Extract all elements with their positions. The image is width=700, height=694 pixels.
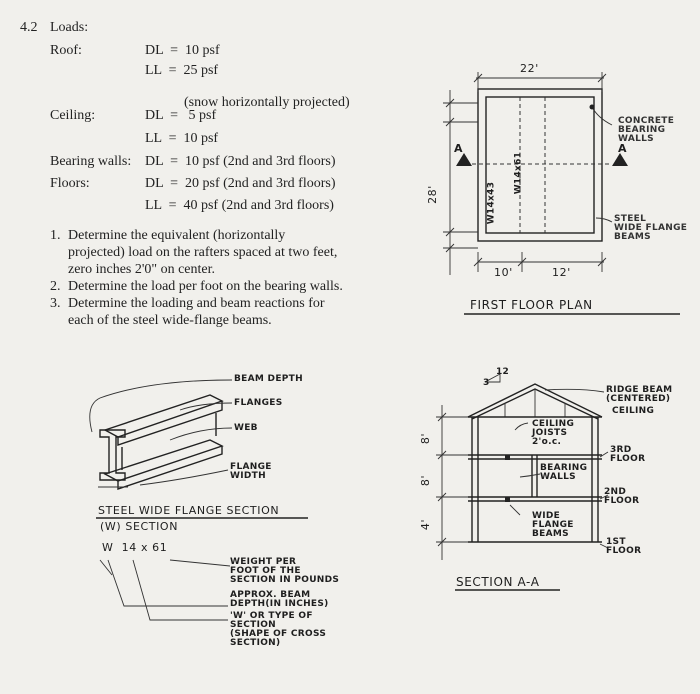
label-line: (SHAPE OF CROSS <box>230 629 327 639</box>
label-line: FLOOR <box>604 496 640 506</box>
plan-dim-bottom-right: 12' <box>552 266 571 279</box>
question-line: each of the steel wide-flange beams. <box>68 313 272 328</box>
label-wide-flange-beams: WIDE FLANGE BEAMS <box>532 512 574 539</box>
bearing-dl: DL = 10 psf (2nd and 3rd floors) <box>145 154 336 169</box>
question-line: Determine the equivalent (horizontally <box>68 228 286 243</box>
label-line: FOOT OF THE <box>230 566 301 576</box>
roof-note: (snow horizontally projected) <box>184 95 350 110</box>
section-dim-4: 4' <box>419 518 433 531</box>
label-flange-width: FLANGE WIDTH <box>230 463 272 481</box>
ceiling-ll: LL = 10 psf <box>145 131 219 146</box>
bearing-label: Bearing walls: <box>50 154 132 169</box>
label-line: 2ND <box>604 487 627 497</box>
question-line: Determine the loading and beam reactions… <box>68 296 325 311</box>
label-line: BEARING <box>540 463 588 473</box>
plan-dim-top: 22' <box>520 62 539 75</box>
label-ridge-beam: RIDGE BEAM (CENTERED) <box>606 386 672 404</box>
label-line: JOISTS <box>532 428 568 438</box>
label-line: (CENTERED) <box>606 394 671 404</box>
section-dim-8a: 8' <box>419 432 433 445</box>
note-weight: WEIGHT PER FOOT OF THE SECTION IN POUNDS <box>230 558 339 585</box>
note-type: 'W' OR TYPE OF SECTION (SHAPE OF CROSS S… <box>230 612 326 648</box>
roof-label: Roof: <box>50 43 82 58</box>
label-concrete-walls: CONCRETE BEARING WALLS <box>618 117 674 144</box>
question-number: 3. <box>50 296 61 311</box>
roof-ll: LL = 25 psf <box>145 63 219 78</box>
label-bearing-walls: BEARING WALLS <box>540 464 587 482</box>
beam-title-line1: STEEL WIDE FLANGE SECTION <box>98 504 280 517</box>
label-line: SECTION IN POUNDS <box>230 575 340 585</box>
section-mark-right: A <box>618 142 627 155</box>
label-line: WALLS <box>540 472 576 482</box>
label-line: FLANGE <box>230 462 272 472</box>
label-line: WIDE <box>532 511 561 521</box>
label-line: BEARING <box>618 125 666 135</box>
label-line: DEPTH(IN INCHES) <box>230 599 329 609</box>
label-web: WEB <box>234 423 258 433</box>
beam-title-line2: (W) SECTION <box>100 520 179 533</box>
label-line: FLANGE <box>532 520 574 530</box>
label-line: BEAMS <box>614 232 651 242</box>
question-line: zero inches 2'0" on center. <box>68 262 216 277</box>
label-line: RIDGE BEAM <box>606 385 673 395</box>
question-line: projected) load on the rafters spaced at… <box>68 245 338 260</box>
ceiling-label: Ceiling: <box>50 108 96 123</box>
label-line: STEEL <box>614 214 647 224</box>
label-line: BEAMS <box>532 529 569 539</box>
plan-dim-bottom-left: 10' <box>494 266 513 279</box>
label-line: WALLS <box>618 134 654 144</box>
label-first-floor: 1ST FLOOR <box>606 538 641 556</box>
label-line: 'W' OR TYPE OF <box>230 611 313 621</box>
label-line: FLOOR <box>610 454 646 464</box>
ceiling-dl: DL = 5 psf <box>145 108 217 123</box>
label-line: WEIGHT PER <box>230 557 297 567</box>
roof-dl: DL = 10 psf <box>145 43 220 58</box>
floors-label: Floors: <box>50 176 90 191</box>
label-third-floor: 3RD FLOOR <box>610 446 645 464</box>
label-steel-beams: STEEL WIDE FLANGE BEAMS <box>614 215 687 242</box>
floors-dl: DL = 20 psf (2nd and 3rd floors) <box>145 176 336 191</box>
label-line: WIDTH <box>230 471 266 481</box>
note-depth: APPROX. BEAM DEPTH(IN INCHES) <box>230 591 329 609</box>
section-dim-8b: 8' <box>419 474 433 487</box>
label-second-floor: 2ND FLOOR <box>604 488 639 506</box>
label-line: APPROX. BEAM <box>230 590 311 600</box>
loads-heading: Loads: <box>50 20 89 35</box>
question-line: Determine the load per foot on the beari… <box>68 279 343 294</box>
label-ceiling: CEILING <box>612 406 655 416</box>
label-line: SECTION) <box>230 638 281 648</box>
label-line: CONCRETE <box>618 116 675 126</box>
label-line: CEILING <box>532 419 575 429</box>
question-number: 2. <box>50 279 61 294</box>
label-line: WIDE FLANGE <box>614 223 688 233</box>
section-dim-12: 12 <box>496 367 510 377</box>
question-number: 1. <box>50 228 61 243</box>
label-ceiling-joists: CEILING JOISTS 2'o.c. <box>532 420 574 447</box>
plan-title: FIRST FLOOR PLAN <box>470 298 593 312</box>
beam-designation: W 14 x 61 <box>102 541 168 554</box>
label-line: SECTION <box>230 620 277 630</box>
floors-ll: LL = 40 psf (2nd and 3rd floors) <box>145 198 334 213</box>
label-line: 3RD <box>610 445 632 455</box>
label-flanges: FLANGES <box>234 398 283 408</box>
section-mark-left: A <box>454 142 463 155</box>
label-line: FLOOR <box>606 546 642 556</box>
section-dim-3: 3 <box>483 378 490 388</box>
label-line: 2'o.c. <box>532 437 562 447</box>
label-beam-depth: BEAM DEPTH <box>234 374 303 384</box>
label-line: 1ST <box>606 537 626 547</box>
problem-number: 4.2 <box>20 20 38 35</box>
section-title: SECTION A-A <box>456 575 540 589</box>
